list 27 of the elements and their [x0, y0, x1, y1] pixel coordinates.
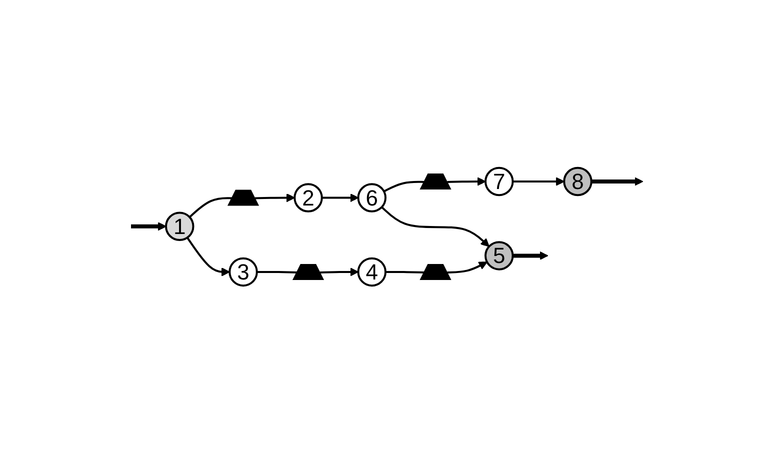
node-circle: 2	[293, 183, 322, 213]
arrow	[512, 252, 548, 260]
arrow	[322, 194, 358, 202]
arrow	[254, 194, 295, 202]
arrow	[512, 177, 564, 186]
node-circle: 1	[164, 212, 194, 242]
node-trapezoid	[292, 264, 324, 280]
connector	[256, 271, 298, 274]
node-trapezoid	[419, 264, 451, 280]
node-circle: 4	[356, 258, 386, 287]
arrow	[320, 268, 358, 277]
connector	[188, 197, 232, 218]
node-circle: 8	[562, 167, 592, 196]
node-trapezoid	[419, 174, 451, 190]
node-circle: 7	[484, 167, 514, 196]
arrow	[130, 222, 166, 232]
arrow	[446, 262, 488, 274]
connector	[385, 271, 424, 274]
connector	[383, 181, 424, 193]
node-circle: 5	[484, 241, 514, 271]
arrow	[186, 237, 230, 277]
arrow	[446, 177, 486, 186]
node-circle: 6	[356, 183, 386, 213]
node-circle: 3	[228, 258, 258, 287]
arrow	[591, 177, 643, 186]
node-trapezoid	[227, 190, 259, 206]
arrow	[380, 206, 490, 248]
